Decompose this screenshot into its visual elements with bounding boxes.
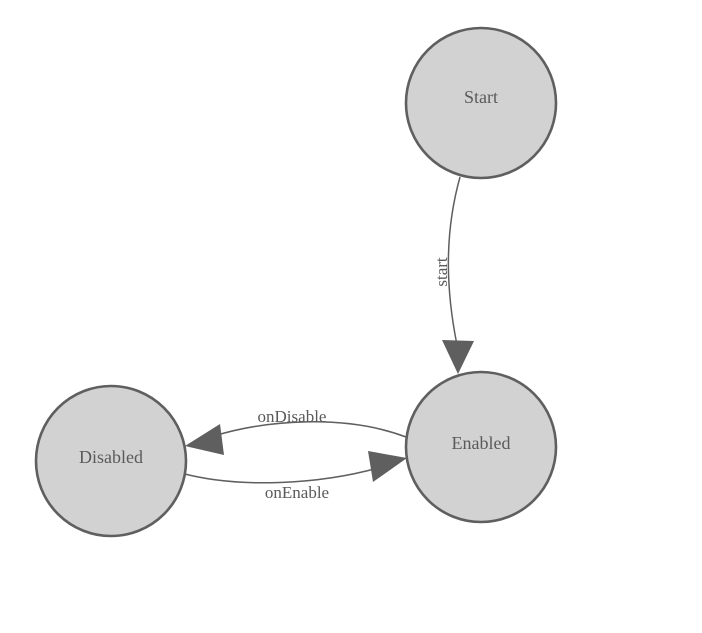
edge-disabled-to-enabled-path (180, 467, 379, 484)
edge-label-onenable: onEnable (265, 483, 329, 502)
arrowhead-into-enabled-top (442, 340, 474, 374)
node-start-label: Start (464, 87, 498, 107)
node-enabled[interactable]: Enabled (404, 370, 558, 524)
node-enabled-label: Enabled (452, 433, 511, 453)
arrowhead-into-disabled (185, 424, 224, 455)
node-disabled[interactable]: Disabled (34, 384, 188, 538)
edge-label-start: start (432, 257, 451, 287)
node-start[interactable]: Start (404, 26, 558, 180)
node-disabled-circle[interactable] (34, 384, 188, 538)
edge-start-to-enabled: start (432, 176, 474, 374)
node-start-circle[interactable] (404, 26, 558, 180)
edge-enabled-to-disabled: onDisable (185, 407, 407, 455)
node-disabled-label: Disabled (79, 447, 143, 467)
edge-enabled-to-disabled-path (213, 421, 407, 438)
edge-label-ondisable: onDisable (258, 407, 327, 426)
node-enabled-circle[interactable] (404, 370, 558, 524)
edge-disabled-to-enabled: onEnable (180, 451, 407, 502)
arrowhead-into-enabled-side (368, 451, 407, 482)
edge-start-to-enabled-path (447, 176, 461, 346)
